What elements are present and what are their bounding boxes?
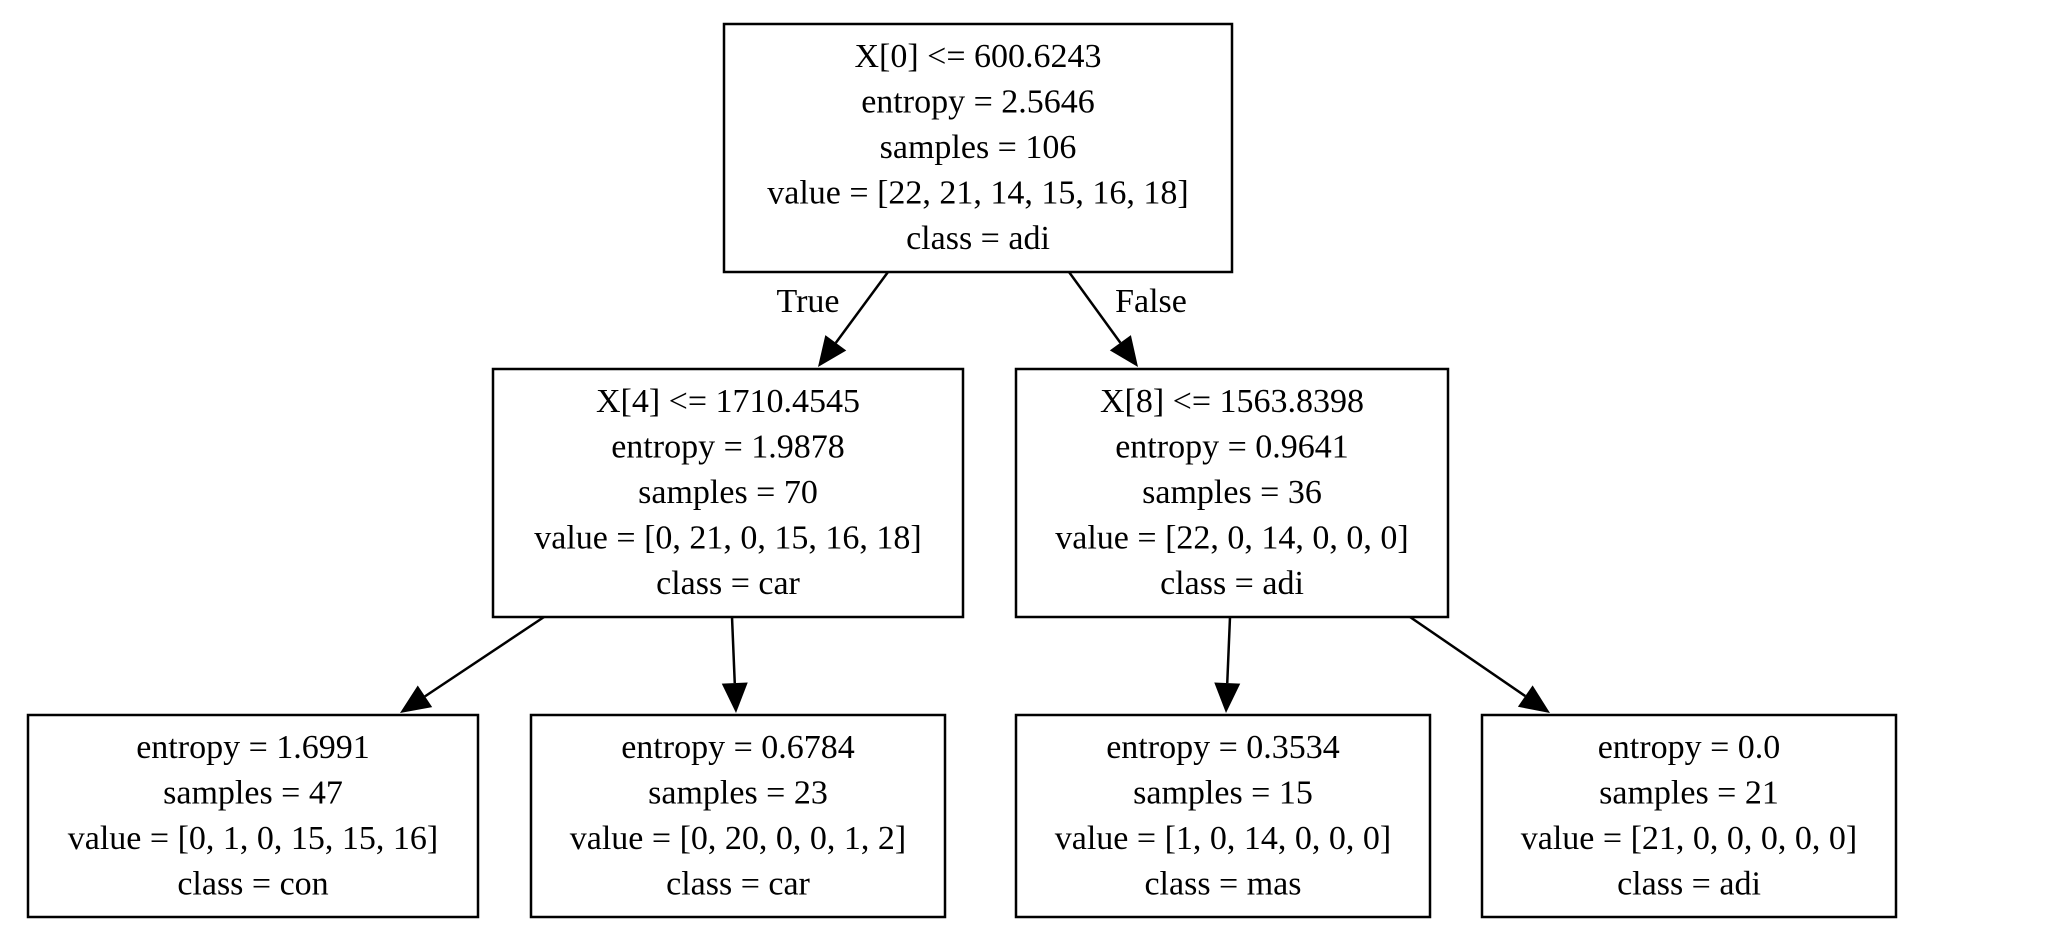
- node-text-line: samples = 36: [1142, 474, 1322, 511]
- node-text-line: value = [0, 20, 0, 0, 1, 2]: [570, 820, 906, 857]
- nodes-layer: X[0] <= 600.6243 entropy = 2.5646 samples …: [26, 22, 1898, 919]
- node-text-line: X[0] <= 600.6243: [854, 38, 1101, 75]
- arrowhead-n1-n4: [721, 682, 748, 713]
- tree-node-n3: entropy = 1.6991 samples = 47 value = [0, …: [26, 713, 480, 919]
- node-text-line: class = adi: [906, 220, 1050, 257]
- node-text-line: value = [1, 0, 14, 0, 0, 0]: [1055, 820, 1391, 857]
- node-text-line: class = car: [656, 565, 800, 602]
- node-text-line: entropy = 0.3534: [1106, 729, 1340, 766]
- edge-n2-n6: [1409, 615, 1526, 698]
- edges-layer: True False: [400, 271, 1550, 713]
- edge-n2-n5: [1225, 616, 1232, 684]
- node-text-line: value = [0, 21, 0, 15, 16, 18]: [534, 520, 921, 557]
- arrowhead-root-n1: [818, 335, 847, 367]
- node-text-line: samples = 70: [638, 474, 818, 511]
- node-text-line: samples = 15: [1133, 774, 1313, 811]
- tree-node-n2: X[8] <= 1563.8398 entropy = 0.9641 samples…: [1014, 367, 1450, 619]
- tree-node-n1: X[4] <= 1710.4545 entropy = 1.9878 samples…: [491, 367, 965, 619]
- tree-node-root: X[0] <= 600.6243 entropy = 2.5646 samples …: [722, 22, 1234, 274]
- node-text-line: entropy = 0.9641: [1115, 429, 1349, 466]
- node-text-line: samples = 21: [1599, 774, 1779, 811]
- node-box: [491, 367, 965, 619]
- node-box: [722, 22, 1234, 274]
- node-box: [1014, 713, 1432, 919]
- node-box: [529, 713, 947, 919]
- arrowhead-n2-n6: [1517, 685, 1550, 713]
- node-box: [26, 713, 480, 919]
- edge-root-n2: [1067, 271, 1122, 344]
- node-text-line: value = [22, 21, 14, 15, 16, 18]: [767, 175, 1188, 212]
- node-text-line: class = adi: [1617, 865, 1761, 902]
- arrowhead-root-n2: [1109, 335, 1138, 367]
- node-text-line: X[8] <= 1563.8398: [1100, 383, 1364, 420]
- node-text-line: X[4] <= 1710.4545: [596, 383, 860, 420]
- node-text-line: samples = 47: [163, 774, 343, 811]
- arrowhead-n2-n5: [1214, 682, 1241, 713]
- edge-n1-n4: [730, 616, 737, 684]
- node-text-line: value = [0, 1, 0, 15, 15, 16]: [68, 820, 438, 857]
- node-text-line: value = [22, 0, 14, 0, 0, 0]: [1055, 520, 1408, 557]
- node-text-line: entropy = 2.5646: [861, 84, 1095, 121]
- node-text-line: class = mas: [1144, 865, 1301, 902]
- node-text-line: samples = 23: [648, 774, 828, 811]
- tree-node-n5: entropy = 0.3534 samples = 15 value = [1, …: [1014, 713, 1432, 919]
- tree-node-n4: entropy = 0.6784 samples = 23 value = [0, …: [529, 713, 947, 919]
- node-box: [1014, 367, 1450, 619]
- arrowhead-n1-n3: [400, 685, 433, 713]
- node-text-line: entropy = 1.6991: [136, 729, 370, 766]
- tree-node-n6: entropy = 0.0 samples = 21 value = [21, 0,…: [1480, 713, 1898, 919]
- node-text-line: entropy = 1.9878: [611, 429, 845, 466]
- node-text-line: entropy = 0.0: [1598, 729, 1781, 766]
- node-text-line: class = car: [666, 865, 810, 902]
- node-text-line: samples = 106: [880, 129, 1077, 166]
- node-text-line: class = adi: [1160, 565, 1304, 602]
- node-text-line: class = con: [177, 865, 328, 902]
- edge-root-n1: [834, 271, 890, 344]
- node-text-line: entropy = 0.6784: [621, 729, 855, 766]
- edge-label-true: True: [777, 283, 840, 320]
- edge-n1-n3: [424, 615, 545, 698]
- edge-label-false: False: [1115, 283, 1187, 320]
- node-box: [1480, 713, 1898, 919]
- node-text-line: value = [21, 0, 0, 0, 0, 0]: [1521, 820, 1857, 857]
